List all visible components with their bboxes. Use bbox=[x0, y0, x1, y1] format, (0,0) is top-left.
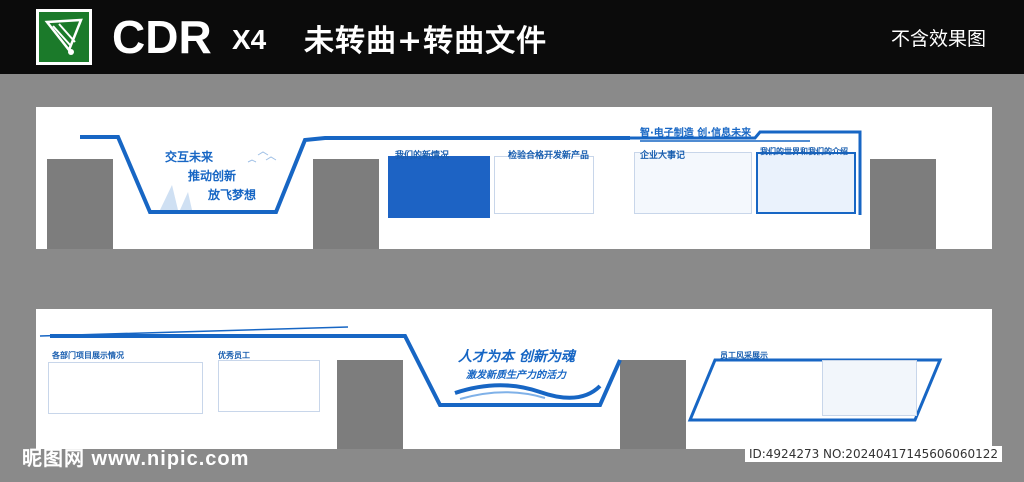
slogan-dream: 放飞梦想 bbox=[208, 188, 257, 202]
section-staff-title: 优秀员工 bbox=[218, 351, 250, 360]
doorway-4 bbox=[337, 360, 403, 449]
staff-board bbox=[218, 360, 320, 412]
slogan-talent: 人才为本 创新为魂 bbox=[458, 349, 575, 365]
coreldraw-logo-icon bbox=[36, 9, 92, 65]
section-intro-title: 我们的世界和我们的介绍 bbox=[760, 147, 848, 156]
section-gallery-title: 员工风采展示 bbox=[720, 351, 768, 360]
file-description: 未转曲+转曲文件 bbox=[304, 24, 548, 59]
version-label: X4 bbox=[232, 24, 267, 55]
site-watermark: 昵图网 www.nipic.com bbox=[22, 448, 250, 470]
header-bar: CDR X4 未转曲+转曲文件 不含效果图 bbox=[0, 0, 1024, 74]
image-id-tag: ID:4924273 NO:20240417145606060122 bbox=[744, 446, 1002, 462]
project-table-board bbox=[48, 362, 203, 414]
format-title: CDR bbox=[112, 11, 212, 63]
slogan-interaction: 交互未来 bbox=[165, 150, 214, 164]
gallery-board bbox=[822, 360, 917, 416]
product-board bbox=[494, 156, 594, 214]
slogan-innovation: 推动创新 bbox=[188, 169, 237, 183]
banner-electronics: 智·电子制造 创·信息未来 bbox=[640, 128, 752, 139]
events-board bbox=[634, 152, 752, 214]
section-events-title: 企业大事记 bbox=[640, 151, 686, 161]
section-news-title: 我们的新情况 bbox=[395, 151, 450, 161]
doorway-1 bbox=[47, 159, 113, 249]
slogan-productivity: 激发新质生产力的活力 bbox=[466, 370, 566, 381]
doorway-2 bbox=[313, 159, 379, 249]
effect-note: 不含效果图 bbox=[890, 28, 986, 50]
news-board bbox=[388, 156, 490, 218]
doorway-5 bbox=[620, 360, 686, 449]
section-projects-title: 各部门项目展示情况 bbox=[52, 351, 124, 360]
section-product-title: 检验合格开发新产品 bbox=[508, 151, 590, 161]
doorway-3 bbox=[870, 159, 936, 249]
intro-board bbox=[756, 152, 856, 214]
